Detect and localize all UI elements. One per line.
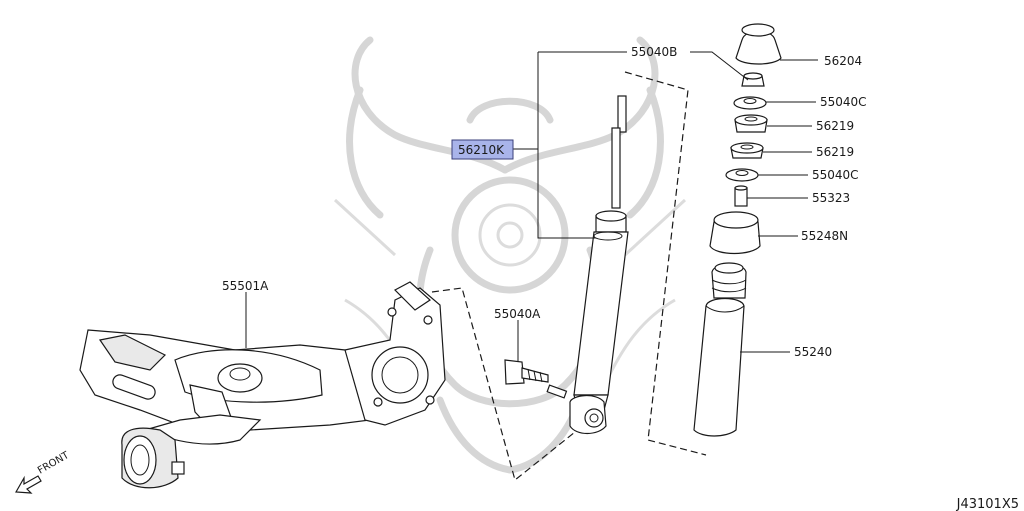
highlight-box-56210k bbox=[451, 139, 514, 160]
label-55040c-top[interactable]: 55040C bbox=[820, 95, 867, 109]
nut-55040b bbox=[741, 72, 765, 87]
front-arrow-icon bbox=[15, 475, 42, 494]
front-label: FRONT bbox=[36, 450, 72, 477]
bump-stopper-cap-56204 bbox=[735, 23, 782, 65]
label-55040b[interactable]: 55040B bbox=[631, 45, 677, 59]
install-outline-lower bbox=[431, 287, 576, 482]
label-56219-bottom[interactable]: 56219 bbox=[816, 145, 854, 159]
label-55040a[interactable]: 55040A bbox=[494, 307, 541, 321]
suspension-member-assembly bbox=[79, 281, 446, 489]
diagram-reference: J43101X5 bbox=[956, 497, 1019, 511]
install-outline-upper bbox=[624, 71, 707, 456]
label-55248n[interactable]: 55248N bbox=[801, 229, 848, 243]
mounting-insulator-55248n bbox=[709, 211, 761, 255]
label-55040c-bottom[interactable]: 55040C bbox=[812, 168, 859, 182]
label-56219-top[interactable]: 56219 bbox=[816, 119, 854, 133]
label-55501a[interactable]: 55501A bbox=[222, 279, 269, 293]
rubber-bushing-56219-bottom bbox=[730, 142, 764, 159]
bolt-55040a bbox=[504, 359, 568, 399]
washer-55040c-top bbox=[733, 96, 767, 110]
label-56204[interactable]: 56204 bbox=[824, 54, 862, 68]
leader-55040b bbox=[537, 51, 749, 239]
rubber-bushing-56219-top bbox=[734, 114, 768, 133]
label-56210k[interactable]: 56210K bbox=[458, 143, 505, 157]
label-55240[interactable]: 55240 bbox=[794, 345, 832, 359]
washer-55040c-bottom bbox=[725, 168, 759, 182]
shock-absorber bbox=[569, 95, 629, 435]
front-indicator: FRONT bbox=[15, 450, 72, 494]
bound-bumper-55240 bbox=[693, 262, 747, 437]
spacer-55323 bbox=[734, 185, 748, 207]
label-55323[interactable]: 55323 bbox=[812, 191, 850, 205]
